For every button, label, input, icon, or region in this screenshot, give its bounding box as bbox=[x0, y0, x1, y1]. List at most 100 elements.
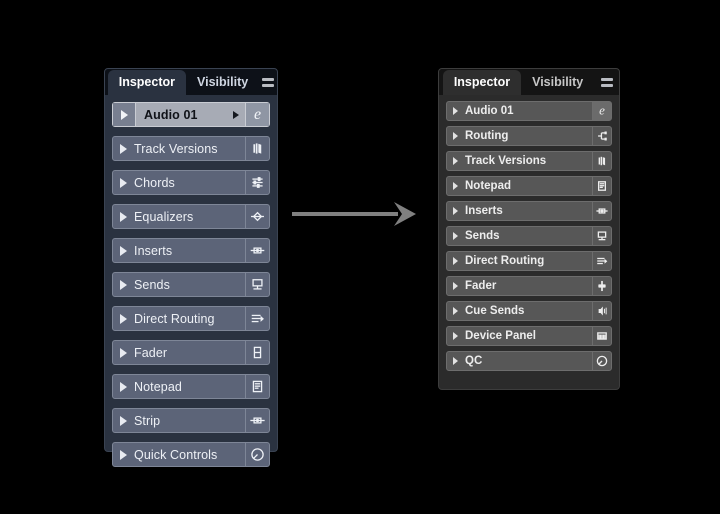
inspector-row-label: Audio 01 bbox=[144, 107, 198, 122]
inspector-row[interactable]: Notepad bbox=[112, 374, 270, 399]
hamburger-icon-left[interactable] bbox=[259, 70, 277, 95]
quick-controls-icon-button[interactable] bbox=[592, 352, 611, 370]
strip-icon-button[interactable] bbox=[245, 409, 269, 432]
inspector-row-label: Quick Controls bbox=[134, 447, 218, 462]
expand-triangle-icon[interactable] bbox=[453, 332, 458, 340]
e-button-icon-button[interactable]: e bbox=[245, 103, 269, 126]
inspector-row-label: Equalizers bbox=[134, 209, 194, 224]
expand-triangle-icon[interactable] bbox=[453, 232, 458, 240]
inspector-row[interactable]: Device Panel bbox=[446, 326, 612, 346]
expand-triangle-icon[interactable] bbox=[453, 257, 458, 265]
inspector-row[interactable]: Routing bbox=[446, 126, 612, 146]
tab-inspector-right[interactable]: Inspector bbox=[442, 70, 522, 95]
expand-triangle-icon[interactable] bbox=[453, 132, 458, 140]
expand-triangle-icon[interactable] bbox=[120, 177, 127, 188]
inspector-row[interactable]: Chords bbox=[112, 170, 270, 195]
inspector-row-label: Routing bbox=[465, 130, 509, 142]
inspector-row[interactable]: Inserts bbox=[112, 238, 270, 263]
chords-icon-button[interactable] bbox=[245, 171, 269, 194]
expand-triangle-icon[interactable] bbox=[120, 415, 127, 426]
inspector-row-label: Direct Routing bbox=[465, 255, 545, 267]
expand-triangle-icon[interactable] bbox=[453, 282, 458, 290]
track-versions-icon-button[interactable] bbox=[592, 152, 611, 170]
sends-icon bbox=[597, 231, 607, 241]
inspector-row-label: Fader bbox=[465, 280, 497, 292]
inspector-row-label: Notepad bbox=[465, 180, 511, 192]
sends-icon-button[interactable] bbox=[592, 227, 611, 245]
quick-controls-icon-button[interactable] bbox=[245, 443, 269, 466]
routing-icon-button[interactable] bbox=[592, 127, 611, 145]
inspector-row[interactable]: Direct Routing bbox=[112, 306, 270, 331]
notepad-icon bbox=[597, 181, 607, 191]
inspector-row[interactable]: Fader bbox=[446, 276, 612, 296]
inspector-section-list-right: Audio 01 e Routing Track Versions Notepad… bbox=[439, 95, 619, 378]
inspector-row[interactable]: QC bbox=[446, 351, 612, 371]
e-button-icon-button[interactable]: e bbox=[592, 102, 611, 120]
expand-triangle-icon[interactable] bbox=[120, 279, 127, 290]
cue-sends-icon-button[interactable] bbox=[592, 302, 611, 320]
inspector-row[interactable]: Cue Sends bbox=[446, 301, 612, 321]
direct-routing-icon-button[interactable] bbox=[245, 307, 269, 330]
expand-triangle-icon[interactable] bbox=[453, 157, 458, 165]
direct-routing-icon bbox=[251, 314, 264, 323]
inspector-row[interactable]: Fader bbox=[112, 340, 270, 365]
expand-triangle-icon[interactable] bbox=[120, 313, 127, 324]
hamburger-icon-right[interactable] bbox=[594, 70, 619, 95]
expand-triangle-icon[interactable] bbox=[120, 381, 127, 392]
inspector-row[interactable]: Strip bbox=[112, 408, 270, 433]
notepad-icon-button[interactable] bbox=[592, 177, 611, 195]
tab-inspector-left[interactable]: Inspector bbox=[107, 70, 186, 95]
track-versions-icon bbox=[598, 156, 606, 166]
expand-triangle-icon[interactable] bbox=[453, 207, 458, 215]
inserts-icon-button[interactable] bbox=[245, 239, 269, 262]
inspector-row-label: Fader bbox=[134, 345, 168, 360]
tab-visibility-left[interactable]: Visibility bbox=[197, 75, 249, 89]
track-select-chevron-icon[interactable] bbox=[233, 110, 239, 119]
device-panel-icon-button[interactable] bbox=[592, 327, 611, 345]
inspector-row[interactable]: Audio 01 e bbox=[112, 102, 270, 127]
quick-controls-icon bbox=[251, 448, 264, 461]
inspector-row[interactable]: Direct Routing bbox=[446, 251, 612, 271]
fader-cross-icon-button[interactable] bbox=[592, 277, 611, 295]
inspector-row-label: Device Panel bbox=[465, 330, 536, 342]
sends-icon-button[interactable] bbox=[245, 273, 269, 296]
inspector-row[interactable]: Inserts bbox=[446, 201, 612, 221]
expand-triangle-icon[interactable] bbox=[120, 143, 127, 154]
expand-triangle-icon[interactable] bbox=[453, 182, 458, 190]
fader-icon-button[interactable] bbox=[245, 341, 269, 364]
expand-triangle-icon[interactable] bbox=[120, 211, 127, 222]
expand-triangle-icon[interactable] bbox=[120, 245, 127, 256]
expand-triangle-icon[interactable] bbox=[453, 107, 458, 115]
notepad-icon bbox=[252, 380, 263, 393]
inspector-row[interactable]: Sends bbox=[446, 226, 612, 246]
expand-triangle-icon[interactable] bbox=[120, 449, 127, 460]
sends-icon bbox=[252, 279, 263, 290]
equalizers-icon bbox=[251, 211, 264, 222]
device-panel-icon bbox=[597, 332, 607, 340]
inspector-row[interactable]: Track Versions bbox=[112, 136, 270, 161]
direct-routing-icon bbox=[597, 257, 608, 265]
expand-triangle-icon[interactable] bbox=[453, 357, 458, 365]
notepad-icon-button[interactable] bbox=[245, 375, 269, 398]
expand-triangle-icon[interactable] bbox=[453, 307, 458, 315]
direct-routing-icon-button[interactable] bbox=[592, 252, 611, 270]
right-arrow-icon bbox=[292, 202, 416, 226]
inspector-row[interactable]: Track Versions bbox=[446, 151, 612, 171]
inspector-row-label: Chords bbox=[134, 175, 175, 190]
track-versions-icon-button[interactable] bbox=[245, 137, 269, 160]
equalizers-icon-button[interactable] bbox=[245, 205, 269, 228]
inspector-row-label: Direct Routing bbox=[134, 311, 215, 326]
row-expand-handle[interactable] bbox=[113, 103, 136, 126]
tab-visibility-right[interactable]: Visibility bbox=[532, 75, 584, 89]
inspector-row[interactable]: Audio 01 e bbox=[446, 101, 612, 121]
expand-triangle-icon[interactable] bbox=[120, 347, 127, 358]
inspector-row[interactable]: Equalizers bbox=[112, 204, 270, 229]
inspector-row[interactable]: Quick Controls bbox=[112, 442, 270, 467]
inserts-icon-button[interactable] bbox=[592, 202, 611, 220]
inspector-row[interactable]: Notepad bbox=[446, 176, 612, 196]
inspector-row[interactable]: Sends bbox=[112, 272, 270, 297]
inserts-icon bbox=[596, 208, 608, 214]
inspector-row-label: Sends bbox=[465, 230, 500, 242]
strip-icon bbox=[250, 417, 265, 424]
